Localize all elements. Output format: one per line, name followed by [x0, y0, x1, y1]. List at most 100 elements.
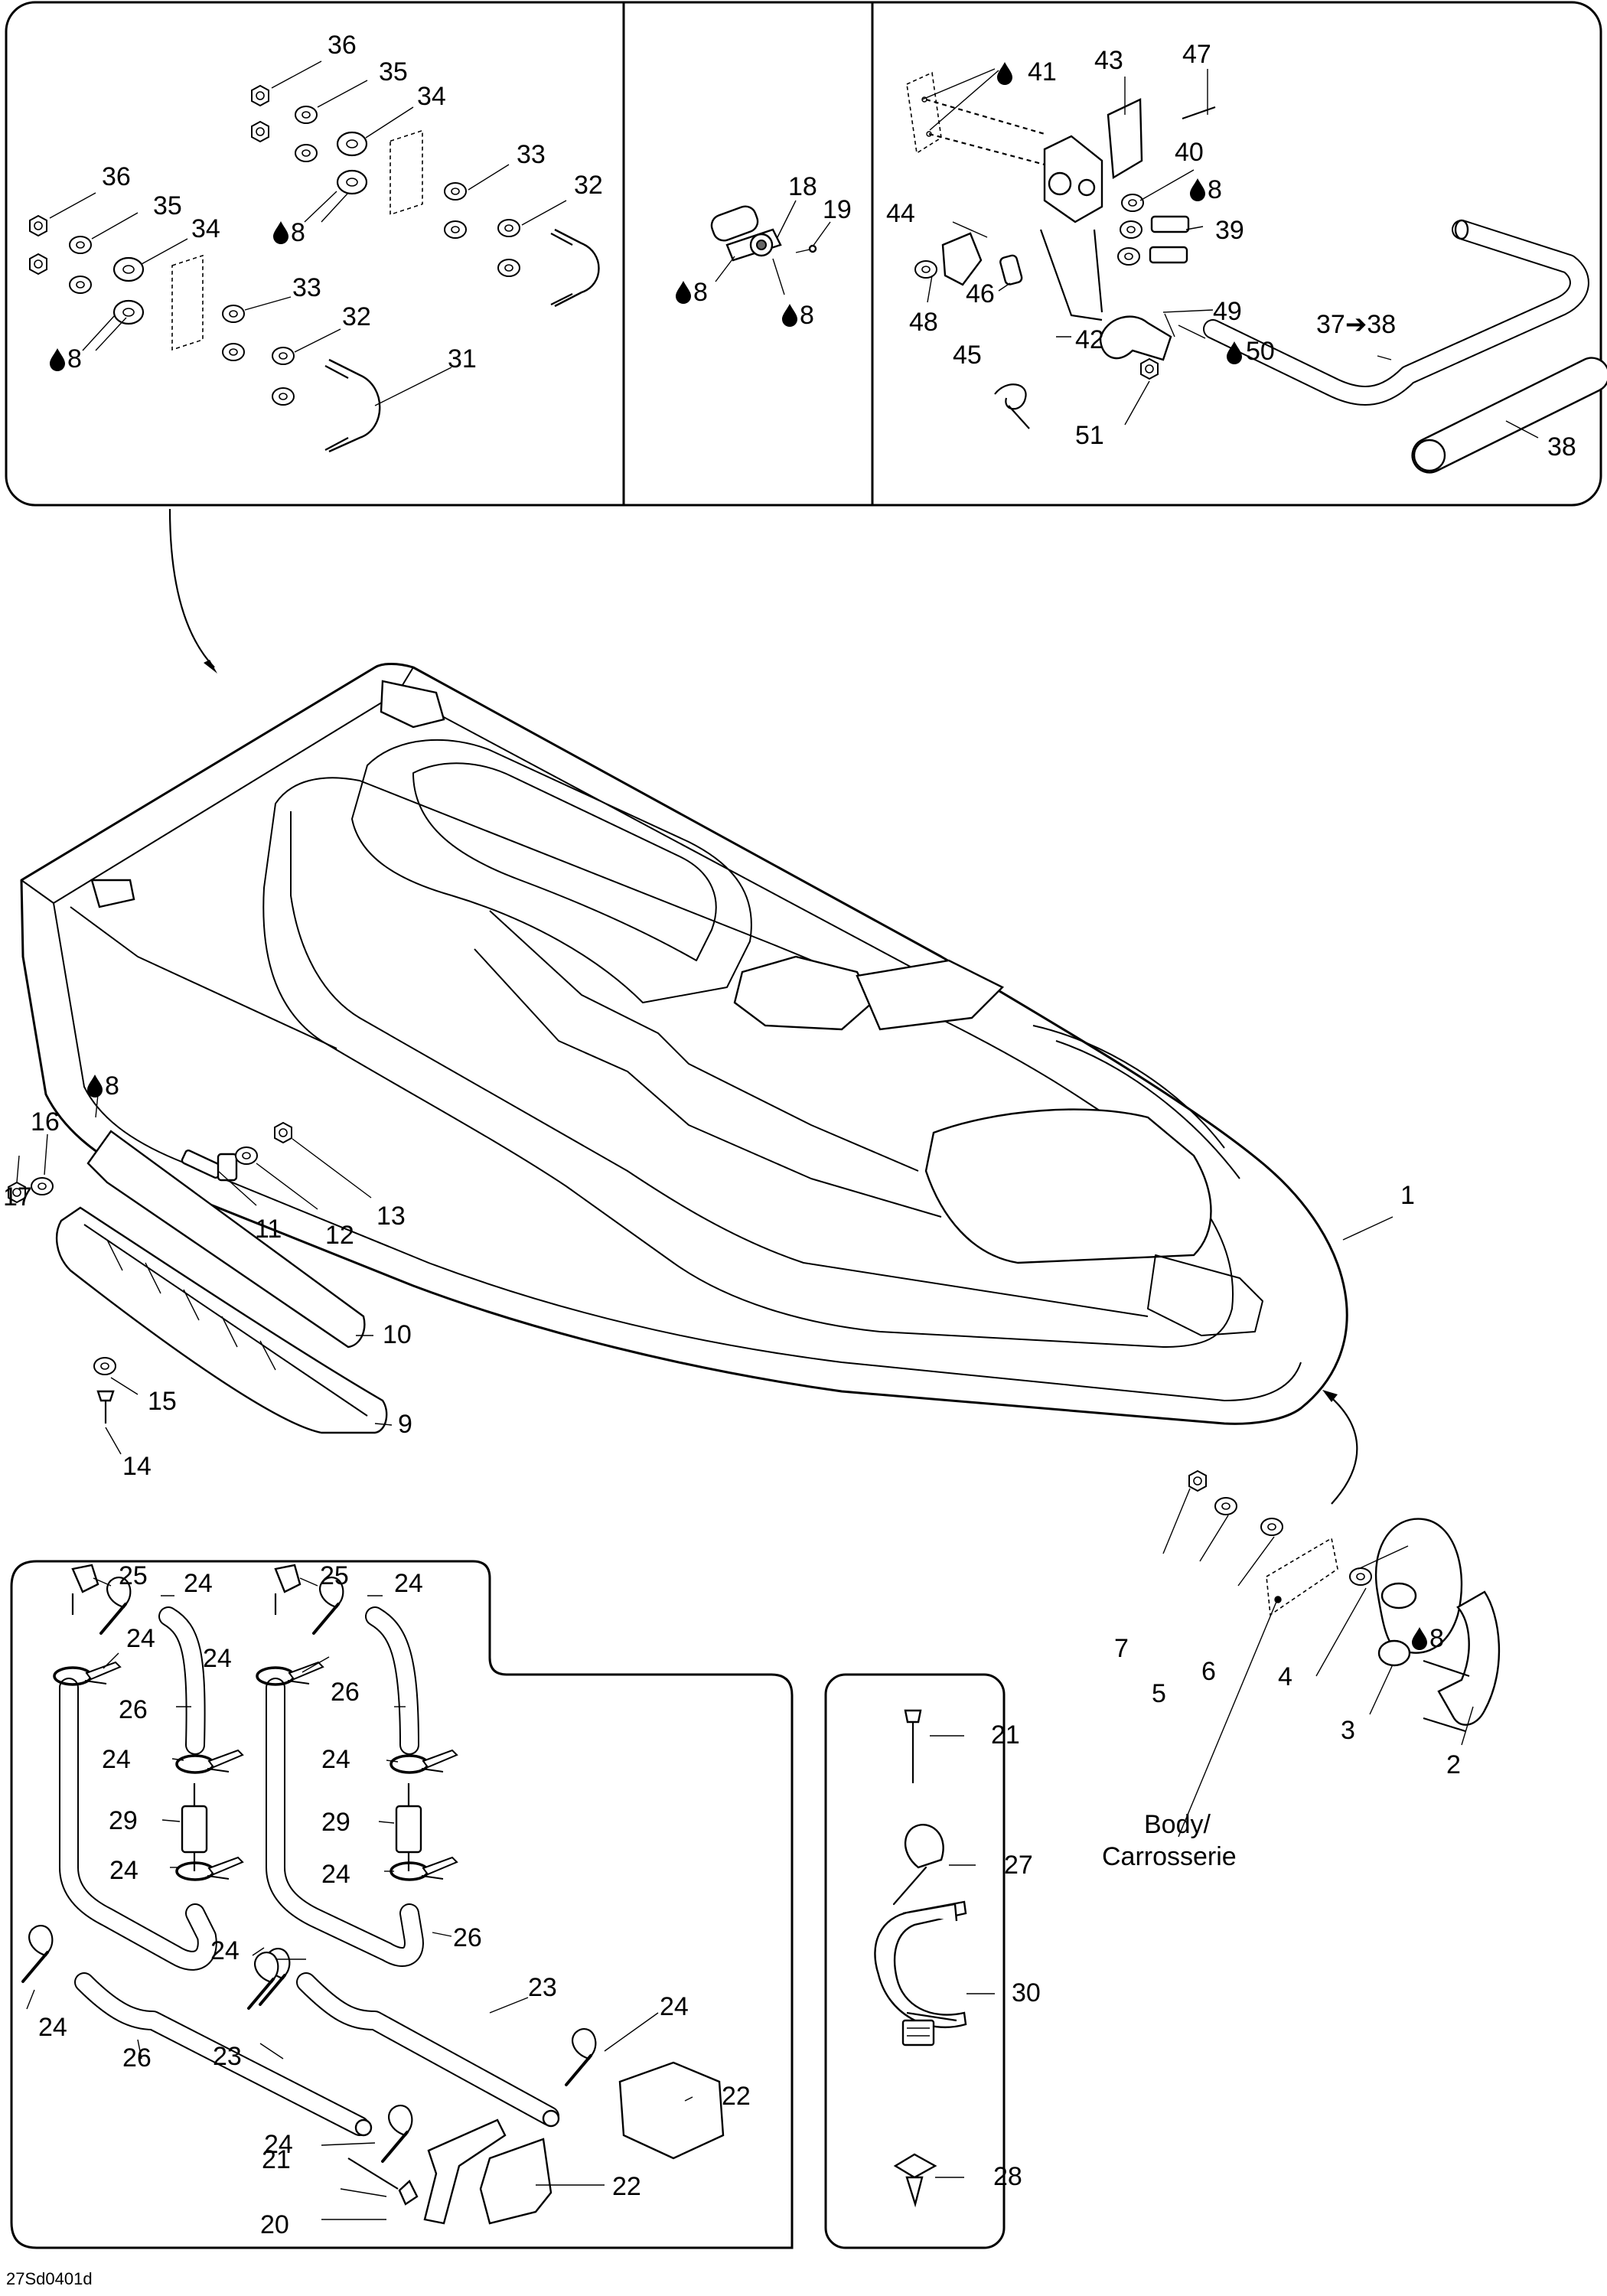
hose-panel-frame [10, 1560, 794, 2249]
svg-text:8: 8 [291, 218, 305, 247]
callout-23a: 23 [528, 1973, 557, 2002]
callout-38: 38 [1547, 432, 1576, 461]
callout-32b: 32 [342, 302, 371, 331]
filter-boxes [347, 2061, 725, 2225]
callout-24: 24 [394, 1569, 423, 1598]
callout-37-38: 37➔38 [1316, 310, 1396, 339]
callout-41: 41 [1028, 57, 1057, 86]
callout-15: 15 [148, 1387, 177, 1416]
callout-19: 19 [823, 195, 852, 224]
callout-21b: 21 [262, 2145, 291, 2174]
fitting-assembly-18 [710, 205, 817, 262]
callout-17: 17 [3, 1182, 32, 1212]
callout-14: 14 [122, 1452, 152, 1481]
side-rail-assembly [8, 1122, 388, 1434]
callout-34a: 34 [417, 82, 446, 111]
diagram-code: 27Sd0401d [6, 2269, 93, 2288]
callout-24: 24 [203, 1644, 232, 1673]
callout-24: 24 [102, 1745, 131, 1774]
fastener-27-tie [892, 1824, 976, 1906]
callout-28: 28 [993, 2162, 1022, 2191]
callout-26: 26 [119, 1695, 148, 1724]
callout-36b: 36 [102, 162, 131, 191]
callout-25b: 25 [320, 1561, 349, 1590]
callout-21a: 21 [991, 1720, 1020, 1750]
callout-24: 24 [109, 1856, 139, 1885]
callout-12: 12 [325, 1221, 354, 1250]
callout-35a: 35 [379, 57, 408, 86]
rear-grab-handle-assembly [1188, 1470, 1501, 1733]
callout-29b: 29 [321, 1808, 350, 1837]
callout-49: 49 [1213, 297, 1242, 326]
callout-44: 44 [886, 199, 915, 228]
callout-36a: 36 [328, 31, 357, 60]
callout-2: 2 [1446, 1750, 1461, 1779]
callout-22b: 22 [612, 2172, 641, 2201]
handle-tube [1203, 219, 1607, 474]
callout-11: 11 [255, 1215, 282, 1244]
body-label-line2: Carrosserie [1102, 1842, 1237, 1871]
callout-29a: 29 [109, 1806, 138, 1835]
fastener-panel-frame [824, 1673, 1006, 2249]
hose-system-right [247, 1564, 598, 2128]
callout-3: 3 [1341, 1716, 1355, 1745]
callout-labels: 1 2 3 4 5 6 7 9 10 11 12 13 14 15 16 17 … [3, 31, 1576, 2239]
callout-43: 43 [1094, 46, 1123, 75]
callout-27: 27 [1004, 1851, 1033, 1880]
callout-22a: 22 [722, 2082, 751, 2111]
fastener-30-clip [874, 1900, 995, 2047]
callout-35b: 35 [153, 191, 182, 220]
svg-text:8: 8 [693, 278, 708, 307]
callout-24: 24 [126, 1624, 155, 1653]
body-label-line1: Body/ [1144, 1810, 1211, 1839]
callout-9: 9 [398, 1410, 412, 1439]
callout-42: 42 [1075, 325, 1104, 354]
svg-text:8: 8 [1208, 175, 1222, 204]
callout-13: 13 [376, 1202, 406, 1231]
callout-46: 46 [966, 279, 995, 308]
u-bolt-assembly-lower [29, 215, 381, 453]
callout-39: 39 [1215, 216, 1244, 245]
hose-system-left [21, 1564, 414, 2163]
callout-33a: 33 [517, 140, 546, 169]
callout-47: 47 [1182, 40, 1211, 69]
callout-24: 24 [210, 1936, 240, 1965]
callout-26: 26 [122, 2043, 152, 2073]
callout-24: 24 [321, 1745, 350, 1774]
body-hull [20, 663, 1348, 1425]
callout-6: 6 [1201, 1657, 1216, 1686]
callout-23b: 23 [213, 2042, 242, 2071]
callout-7: 7 [1114, 1634, 1129, 1663]
fastener-21-rivet [904, 1709, 964, 1783]
callout-24: 24 [660, 1992, 689, 2021]
callout-24: 24 [321, 1860, 350, 1889]
callout-24: 24 [38, 2013, 67, 2042]
callout-34b: 34 [191, 214, 220, 243]
callout-45: 45 [953, 341, 982, 370]
top-panel-frame [5, 1, 1602, 507]
callout-1: 1 [1400, 1181, 1415, 1210]
callout-25a: 25 [119, 1561, 148, 1590]
callout-24: 24 [184, 1569, 213, 1598]
callout-24: 24 [264, 2130, 293, 2159]
callout-30: 30 [1012, 1978, 1041, 2007]
callout-20: 20 [260, 2210, 289, 2239]
callout-5: 5 [1152, 1679, 1166, 1708]
svg-text:8: 8 [800, 301, 814, 330]
callout-51: 51 [1075, 421, 1104, 450]
callout-31: 31 [448, 344, 477, 373]
callout-4: 4 [1278, 1662, 1292, 1691]
callout-16: 16 [31, 1107, 60, 1137]
svg-text:8: 8 [67, 344, 82, 373]
callout-26: 26 [331, 1678, 360, 1707]
u-bolt-assembly-upper [251, 85, 600, 308]
callout-18: 18 [788, 172, 817, 201]
fastener-28-screw [893, 2153, 964, 2208]
callout-26: 26 [453, 1923, 482, 1952]
callout-32a: 32 [574, 171, 603, 200]
callout-10: 10 [383, 1320, 412, 1349]
svg-text:8: 8 [105, 1071, 119, 1101]
callout-48: 48 [909, 308, 938, 337]
callout-33b: 33 [292, 273, 321, 302]
